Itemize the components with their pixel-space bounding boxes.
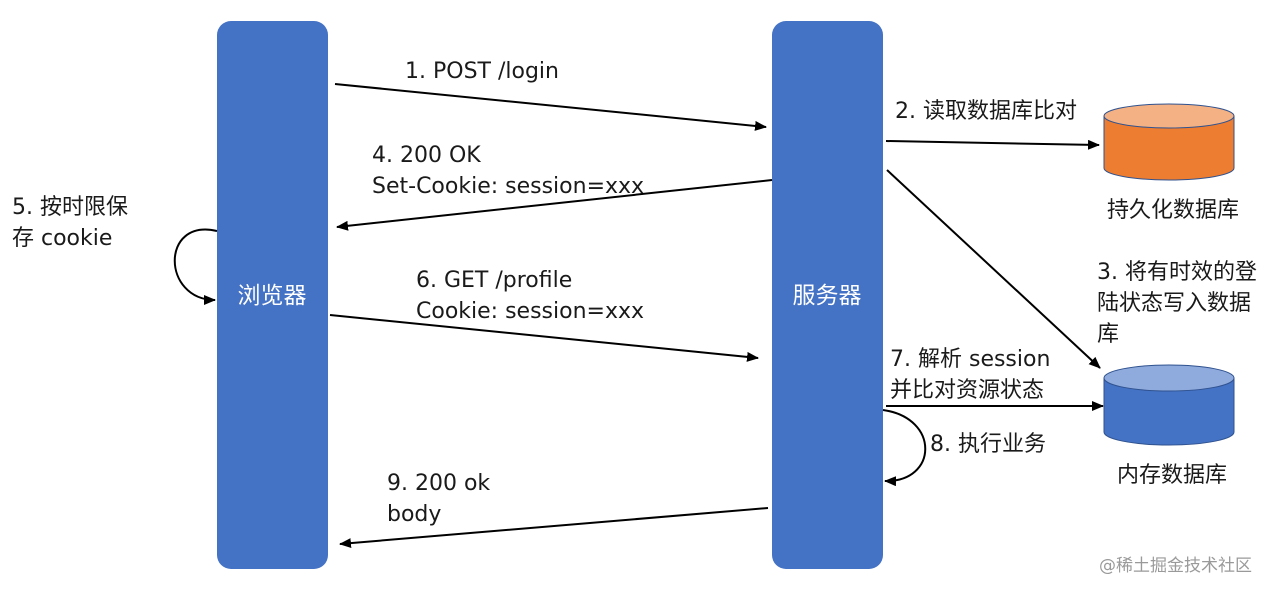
step-8-label: 8. 执行业务 — [930, 432, 1046, 457]
arrow-step-2 — [885, 139, 1100, 150]
memory-db-cylinder — [1103, 364, 1235, 446]
step-4-label-line-2: Set-Cookie: session=xxx — [372, 174, 644, 199]
step-7-label-line-1: 7. 解析 session — [890, 347, 1050, 372]
step-5-label-line-1: 5. 按时限保 — [12, 195, 128, 220]
step-3-label-line-3: 库 — [1097, 322, 1119, 347]
arrow-step-9 — [339, 507, 769, 549]
step-1-label: 1. POST /login — [405, 59, 559, 84]
arrow-step-5 — [173, 228, 218, 305]
arrow-step-1 — [334, 83, 767, 131]
arrow-step-6 — [329, 314, 759, 362]
step-2-label: 2. 读取数据库比对 — [895, 99, 1077, 124]
arrow-step-4 — [336, 179, 773, 231]
step-6-label-line-2: Cookie: session=xxx — [416, 299, 644, 324]
server-lifeline — [772, 21, 883, 569]
memory-db-label: 内存数据库 — [1117, 463, 1227, 488]
browser-lifeline — [217, 21, 328, 569]
step-5-label-line-2: 存 cookie — [12, 226, 112, 251]
arrow-step-3 — [886, 169, 1101, 369]
persistent-db-label: 持久化数据库 — [1107, 198, 1239, 223]
step-4-label-line-1: 4. 200 OK — [372, 143, 481, 168]
browser-label: 浏览器 — [238, 283, 307, 309]
persistent-db-cylinder — [1103, 103, 1235, 181]
step-9-label-line-1: 9. 200 ok — [387, 471, 490, 496]
step-3-label-line-2: 陆状态写入数据 — [1097, 291, 1251, 316]
arrow-step-8 — [882, 409, 927, 487]
watermark: @稀土掘金技术社区 — [1099, 556, 1252, 576]
step-3-label-line-1: 3. 将有时效的登 — [1097, 260, 1257, 285]
step-6-label-line-1: 6. GET /profile — [416, 268, 572, 293]
server-label: 服务器 — [793, 283, 862, 309]
step-7-label-line-2: 并比对资源状态 — [890, 378, 1044, 403]
step-9-label-line-2: body — [387, 502, 441, 527]
